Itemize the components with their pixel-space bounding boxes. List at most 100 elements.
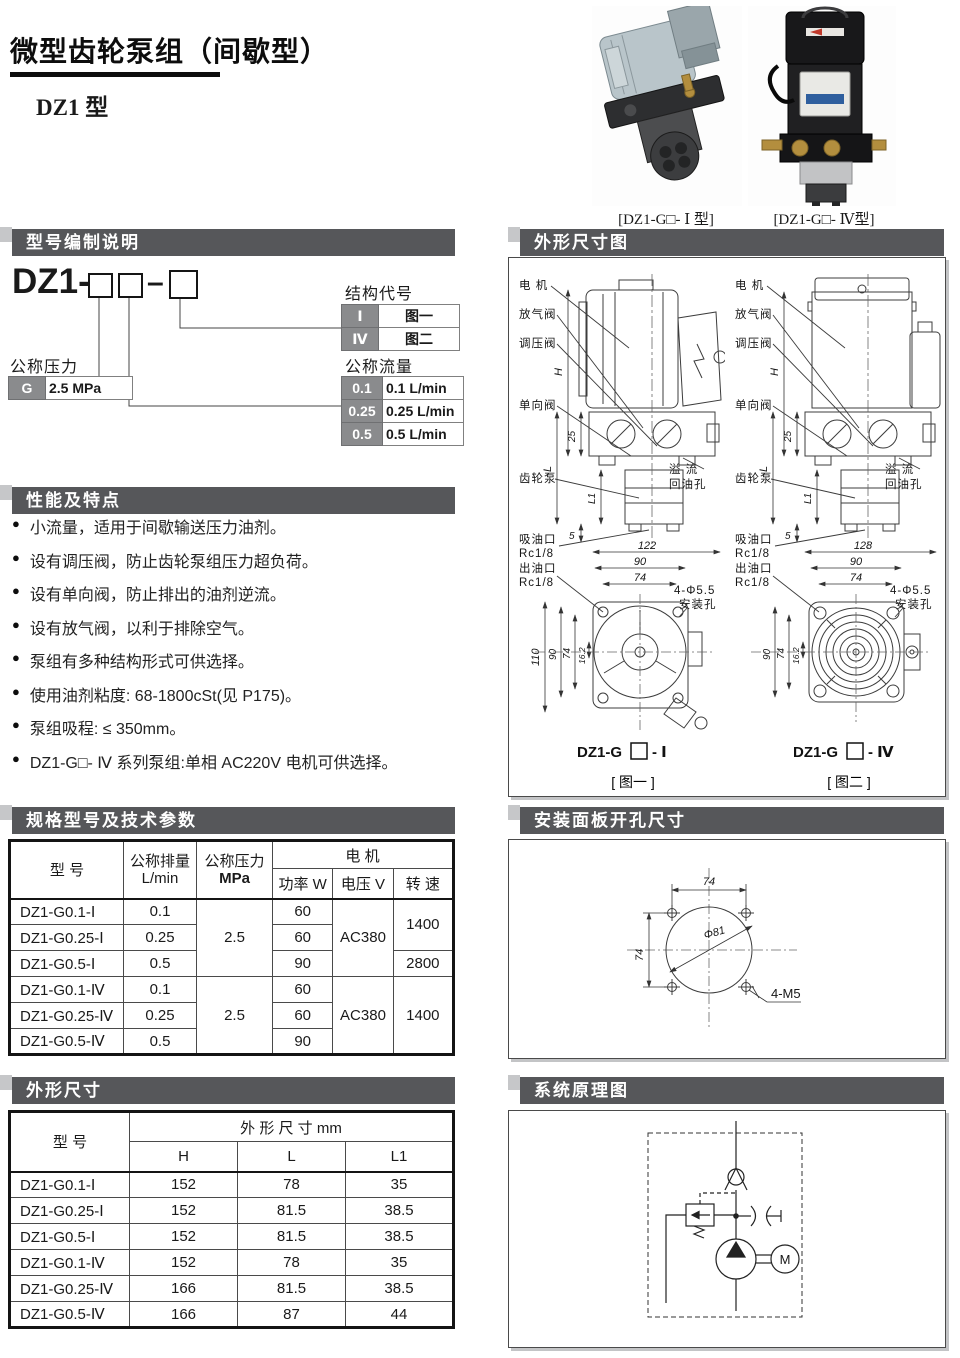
fig2-machine-outline	[804, 274, 941, 548]
dim-162: 16.2	[577, 647, 587, 664]
table-header-row: 型 号 公称排量 L/min 公称压力 MPa 电 机	[9, 840, 454, 900]
caption-model-suffix: - Ⅳ	[868, 744, 894, 761]
product-photo-type1	[592, 0, 742, 206]
power-cell: 90	[271, 950, 334, 977]
caption-blank-box	[630, 742, 648, 760]
feature-text: 设有放气阀，以利于排除空气。	[29, 620, 254, 638]
photo-type4-illustration	[761, 6, 887, 206]
model-codebox-3	[169, 270, 198, 299]
photo-caption-type4: [DZ1-G□- Ⅳ型]	[773, 212, 875, 228]
label-air-valve: 放气阀	[735, 307, 773, 321]
section-header-schematic: 系统原理图	[508, 1075, 944, 1104]
section-title: 规格型号及技术参数	[12, 807, 455, 834]
section-title: 外形尺寸图	[520, 229, 944, 256]
power-cell: 90	[271, 1028, 334, 1055]
bar-notch	[508, 1075, 520, 1090]
label-motor: 电 机	[519, 278, 548, 292]
flow-code: 0.1	[341, 376, 383, 400]
product-photo-type4	[748, 6, 896, 206]
pressure-cell: 2.5	[196, 976, 273, 1055]
section-header-panel: 安装面板开孔尺寸	[508, 805, 944, 834]
model-cell: DZ1-G0.25-Ⅰ	[9, 1197, 130, 1224]
l1-cell: 38.5	[345, 1275, 454, 1302]
table-row: Ⅳ 图二	[341, 327, 460, 351]
dim-74: 74	[850, 572, 862, 584]
l-cell: 78	[237, 1171, 346, 1198]
pressure-cell: 2.5	[196, 898, 273, 977]
table-row: DZ1-G0.25-Ⅰ 152 81.5 38.5	[9, 1197, 454, 1224]
bullet-icon: ●	[12, 650, 20, 665]
figure-number: [ 图二 ]	[827, 774, 871, 790]
table-row: DZ1-G0.5-Ⅰ 152 81.5 38.5	[9, 1223, 454, 1250]
l1-cell: 38.5	[345, 1223, 454, 1250]
bullet-icon: ●	[12, 683, 20, 699]
figure-number: [ 图一 ]	[611, 774, 655, 790]
table-row: G 2.5 MPa	[8, 376, 133, 400]
flow-code: 0.25	[341, 399, 383, 423]
model-codebox-1	[88, 273, 113, 298]
bullet-icon: ●	[12, 717, 20, 732]
l-cell: 78	[237, 1249, 346, 1276]
power-cell: 60	[271, 924, 334, 951]
header-line: L/min	[141, 869, 179, 887]
h-cell: 152	[129, 1223, 238, 1250]
table-row: 0.5 0.5 L/min	[341, 422, 464, 446]
outline-figure-1: 电 机 放气阀 调压阀 单向阀 齿轮泵 溢 流 回油孔 吸油口 Rc1/8 出油…	[519, 274, 725, 790]
fig1-machine-outline	[578, 274, 725, 548]
feature-text: 设有调压阀，防止齿轮泵组压力超负荷。	[29, 553, 318, 571]
list-item: ●泵组有多种结构形式可供选择。	[4, 648, 484, 672]
dim-5: 5	[785, 531, 791, 542]
model-codebox-2	[118, 273, 143, 298]
speed-cell: 2800	[392, 950, 455, 977]
section-title: 外形尺寸	[12, 1077, 455, 1104]
label-reg-valve: 调压阀	[735, 336, 773, 350]
section-title: 系统原理图	[520, 1077, 944, 1104]
label-overflow: 溢 流	[669, 462, 698, 476]
table-row: 0.1 0.1 L/min	[341, 376, 464, 400]
power-cell: 60	[271, 1002, 334, 1029]
dim-L: L	[542, 466, 554, 472]
fig1-bottom-view	[535, 594, 715, 730]
feature-text: 小流量，适用于间歇输送压力油剂。	[29, 520, 286, 537]
label-outlet: 出油口	[519, 561, 557, 575]
label-suction-thread: Rc1/8	[519, 548, 554, 560]
dim-25: 25	[783, 430, 794, 443]
label-reg-valve: 调压阀	[519, 336, 557, 350]
col-header-displacement: 公称排量 L/min	[123, 840, 197, 900]
disp-cell: 0.5	[123, 1028, 197, 1055]
label-gear-pump: 齿轮泵	[735, 471, 773, 485]
table-row: DZ1-G0.1-Ⅳ 0.1 2.5 60 AC380 1400	[9, 976, 455, 1055]
dim-74-horizontal: 74	[703, 876, 715, 888]
spec-table: 型 号 公称排量 L/min 公称压力 MPa 电 机 功率 W 电压 V 转 …	[8, 839, 455, 1056]
col-header-motor: 电 机	[272, 840, 454, 869]
fig1-dimension-labels: H 25 L L1 5 122 90 74 110 90 74 16.2	[530, 368, 656, 666]
dimension-table: 型 号 外 形 尺 寸 mm H L L1 DZ1-G0.1-Ⅰ 152 78 …	[8, 1110, 455, 1329]
flow-value: 0.1 L/min	[382, 376, 464, 400]
bar-notch	[508, 227, 520, 242]
table-row: DZ1-G0.5-Ⅳ 0.5 90	[9, 1028, 454, 1055]
bar-notch	[0, 227, 12, 242]
voltage-cell: AC380	[332, 976, 394, 1055]
dim-74: 74	[634, 572, 646, 584]
model-cell: DZ1-G0.1-Ⅳ	[9, 1249, 130, 1276]
panel-hole-drawing: 74 74 Φ81 4-M5	[508, 839, 946, 1059]
voltage-cell: AC380	[332, 898, 394, 977]
fig1-part-labels: 电 机 放气阀 调压阀 单向阀 齿轮泵 溢 流 回油孔 吸油口 Rc1/8 出油…	[519, 278, 716, 611]
structure-code: Ⅰ	[341, 304, 379, 328]
bar-notch	[0, 485, 12, 500]
bullet-icon: ●	[12, 549, 20, 565]
header-line: MPa	[219, 869, 250, 887]
table-row: DZ1-G0.25-Ⅳ 0.25 60	[9, 1002, 454, 1029]
motor-symbol-label: M	[780, 1252, 791, 1267]
col-header-model: 型 号	[9, 1111, 130, 1173]
caption-model-suffix: - Ⅰ	[652, 744, 667, 761]
table-row: Ⅰ 图一	[341, 304, 460, 328]
structure-fig: 图一	[378, 304, 460, 328]
model-cell: DZ1-G0.1-Ⅳ	[9, 976, 124, 1003]
flow-value: 0.25 L/min	[382, 399, 464, 423]
structure-code-label: 结构代号	[345, 286, 414, 303]
speed-cell: 1400	[392, 976, 455, 1055]
h-cell: 166	[129, 1275, 238, 1302]
model-cell: DZ1-G0.1-Ⅰ	[9, 898, 124, 925]
section-header-model-code: 型号编制说明	[0, 227, 455, 256]
